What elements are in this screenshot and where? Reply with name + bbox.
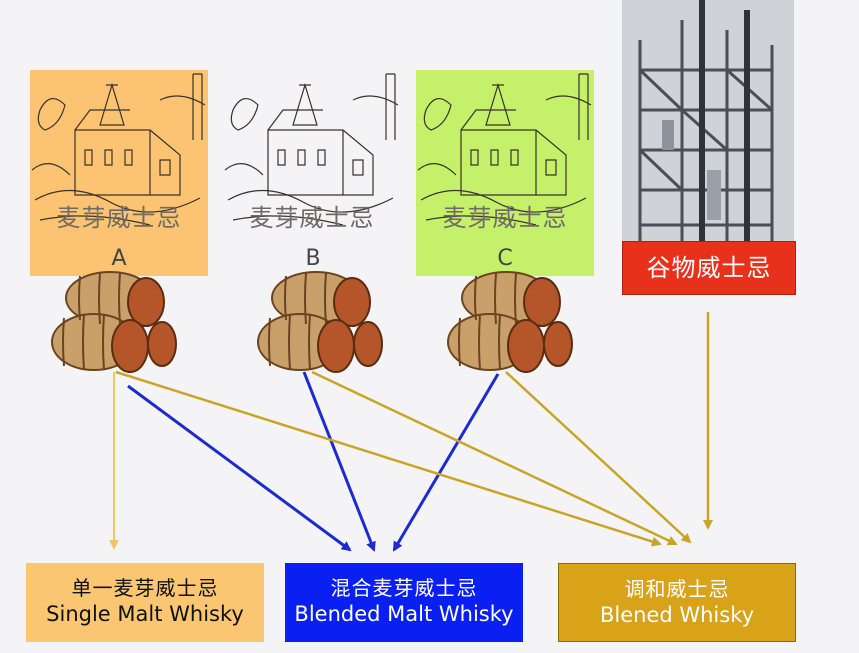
distillery-panel-a: 麦芽威士忌 [30,70,208,276]
label-a: A [111,246,127,271]
arrow-c-to-blended-malt [392,373,500,552]
barrel-stack-c [447,271,573,373]
arrow-b-to-blended-malt [302,371,376,552]
blended-whisky-cn: 调和威士忌 [624,577,730,601]
blended-malt-en: Blended Malt Whisky [294,602,514,626]
single-malt-box: 单一麦芽威士忌 Single Malt Whisky [26,563,264,642]
single-malt-cn: 单一麦芽威士忌 [71,576,219,600]
blended-malt-box: 混合麦芽威士忌 Blended Malt Whisky [285,563,523,642]
arrow-b-to-blended [311,370,678,546]
blended-whisky-box: 调和威士忌 Blened Whisky [558,563,796,642]
distillery-sketch-icon [31,73,206,226]
arrow-a-to-blended-malt [127,384,352,552]
blended-whisky-en: Blened Whisky [599,603,755,627]
distillery-sketch-icon [417,73,592,226]
label-b: B [305,246,321,271]
label-c: C [497,246,513,271]
malt-whisky-label-a: 麦芽威士忌 [56,204,182,232]
column-still-structure-icon [622,0,794,241]
malt-whisky-label-c: 麦芽威士忌 [442,204,568,232]
distillery-panel-c: 麦芽威士忌 [416,70,594,276]
grain-distillery-photo [622,0,794,241]
arrow-a-to-blended [115,370,662,547]
barrel-stack-a [51,271,177,373]
blended-malt-cn: 混合麦芽威士忌 [330,576,478,600]
barrel-stack-b [257,271,383,373]
distillery-sketch-icon [224,73,399,226]
malt-whisky-label-b: 麦芽威士忌 [249,204,375,232]
distillery-panel-b: 麦芽威士忌 [222,70,402,276]
single-malt-en: Single Malt Whisky [46,602,244,626]
arrow-c-to-blended [505,371,692,544]
grain-whisky-label: 谷物威士忌 [622,241,796,295]
